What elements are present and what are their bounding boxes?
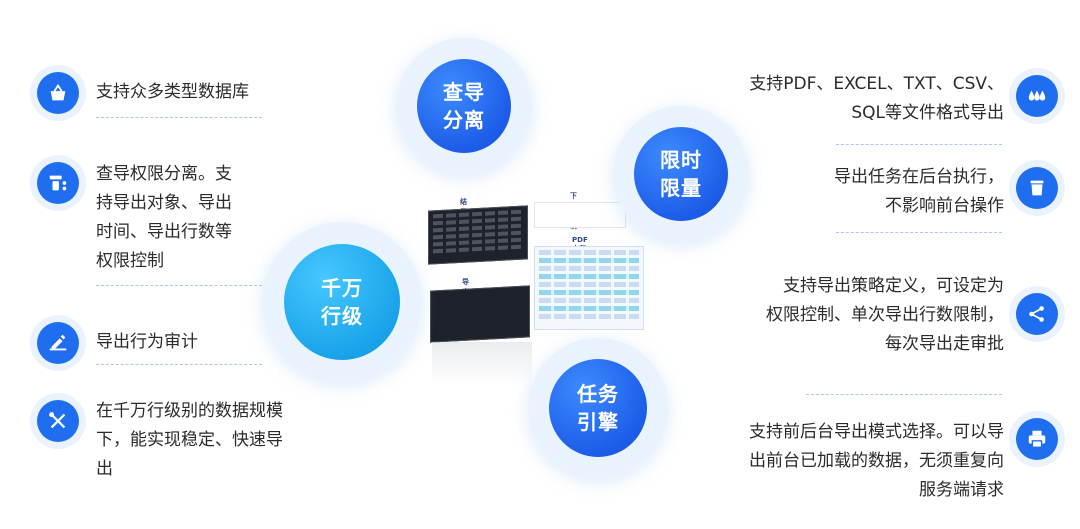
water-drops-icon bbox=[1016, 75, 1058, 117]
bubble-time-limit: 限时 限量 bbox=[634, 127, 728, 221]
right-divider-1 bbox=[836, 144, 1002, 145]
left-feature-3-text: 导出行为审计 bbox=[96, 332, 198, 352]
right-feature-2-text: 导出任务在后台执行， 不影响前台操作 bbox=[834, 167, 1004, 216]
download-limit-panel bbox=[534, 202, 626, 228]
share-icon bbox=[1016, 293, 1058, 335]
right-divider-3 bbox=[806, 394, 1002, 395]
mockup-reflection bbox=[432, 342, 532, 386]
bubble-query-export: 查导 分离 bbox=[417, 59, 511, 153]
left-feature-1-text: 支持众多类型数据库 bbox=[96, 82, 249, 102]
left-feature-4-text: 在千万行级别的数据规模 下，能实现稳定、快速导 出 bbox=[96, 401, 283, 479]
right-feature-1-text: 支持PDF、EXCEL、TXT、CSV、 SQL等文件格式导出 bbox=[749, 74, 1004, 123]
left-feature-2-text: 查导权限分离。支 持导出对象、导出 时间、导出行数等 权限控制 bbox=[96, 164, 232, 271]
left-divider-2 bbox=[96, 285, 262, 286]
result-watermark-panel bbox=[428, 205, 528, 265]
audit-icon bbox=[37, 322, 79, 364]
right-feature-4-text: 支持前后台导出模式选择。可以导 出前台已加载的数据，无须重复向 服务端请求 bbox=[749, 422, 1004, 500]
left-divider-3 bbox=[96, 364, 262, 365]
trash-icon bbox=[1016, 167, 1058, 209]
bubble-task-engine: 任务 引擎 bbox=[549, 359, 647, 457]
tools-icon bbox=[37, 400, 79, 442]
database-basket-icon bbox=[37, 72, 79, 114]
printer-icon bbox=[1016, 418, 1058, 460]
permission-icon bbox=[37, 162, 79, 204]
right-divider-2 bbox=[836, 232, 1002, 233]
right-feature-3-text: 支持导出策略定义，可设定为 权限控制、单次导出行数限制， 每次导出走审批 bbox=[766, 276, 1004, 354]
pdf-watermark-panel bbox=[534, 246, 644, 330]
bubble-million-rows: 千万 行级 bbox=[284, 244, 400, 360]
export-limit-panel bbox=[430, 285, 530, 343]
left-divider-1 bbox=[96, 117, 262, 118]
